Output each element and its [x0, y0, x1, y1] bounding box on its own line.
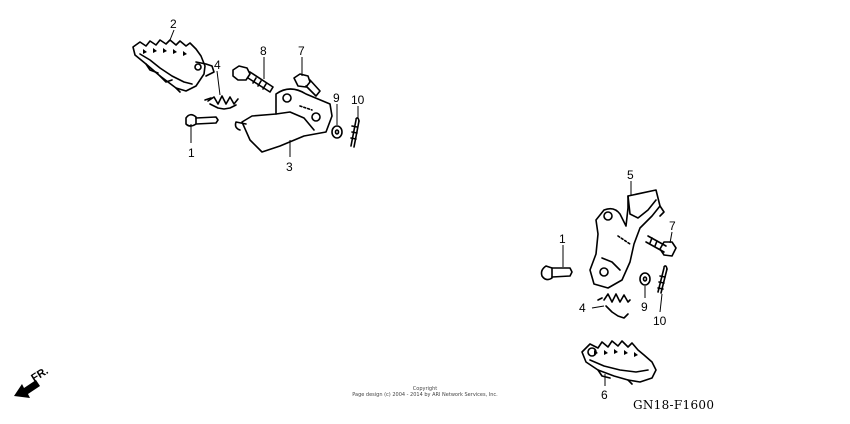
copyright-notice: Copyright Page design (c) 2004 - 2014 by…: [300, 386, 550, 398]
callout-lower-7: 7: [669, 219, 676, 233]
lower-cotter-pin-part-10: [657, 265, 668, 294]
upper-washer-part-9: [331, 125, 343, 139]
lower-bolt-part-7: [645, 235, 677, 257]
lower-bracket-part-5: [589, 189, 665, 289]
upper-cotter-pin-part-10: [350, 117, 360, 148]
lower-washer-part-9: [639, 272, 651, 286]
callout-upper-8: 8: [260, 44, 267, 58]
front-arrow-label: FR.: [29, 365, 50, 385]
copyright-line-2: Page design (c) 2004 - 2014 by ARI Netwo…: [352, 392, 498, 398]
callout-upper-2: 2: [170, 17, 177, 31]
callout-upper-10: 10: [351, 93, 365, 107]
upper-bracket-part-3: [234, 88, 333, 153]
callout-upper-1: 1: [188, 146, 195, 160]
lower-pin-part-1: [540, 265, 573, 281]
copyright-line-1: Copyright: [412, 386, 438, 392]
callout-upper-3: 3: [286, 160, 293, 174]
upper-footpeg-part-2: [132, 39, 215, 93]
callout-upper-4: 4: [214, 58, 221, 72]
callout-lower-1: 1: [559, 232, 566, 246]
callout-lower-9: 9: [641, 300, 648, 314]
lower-leader-lines: [562, 181, 673, 386]
callout-lower-5: 5: [627, 168, 634, 182]
callout-upper-9: 9: [333, 91, 340, 105]
callout-lower-10: 10: [653, 314, 667, 328]
upper-spring-part-4: [204, 95, 239, 110]
callout-lower-4: 4: [579, 301, 586, 315]
callout-lower-6: 6: [601, 388, 608, 402]
upper-bolt-part-8: [232, 65, 274, 93]
upper-leader-lines: [169, 29, 359, 157]
front-direction-arrow: FR.: [14, 365, 51, 398]
upper-bolt-part-7: [293, 73, 321, 97]
lower-spring-part-4: [597, 293, 631, 319]
callout-upper-7: 7: [298, 44, 305, 58]
upper-pin-part-1: [185, 113, 219, 127]
diagram-code: GN18-F1600: [633, 398, 715, 412]
lower-footpeg-part-6: [581, 340, 657, 385]
